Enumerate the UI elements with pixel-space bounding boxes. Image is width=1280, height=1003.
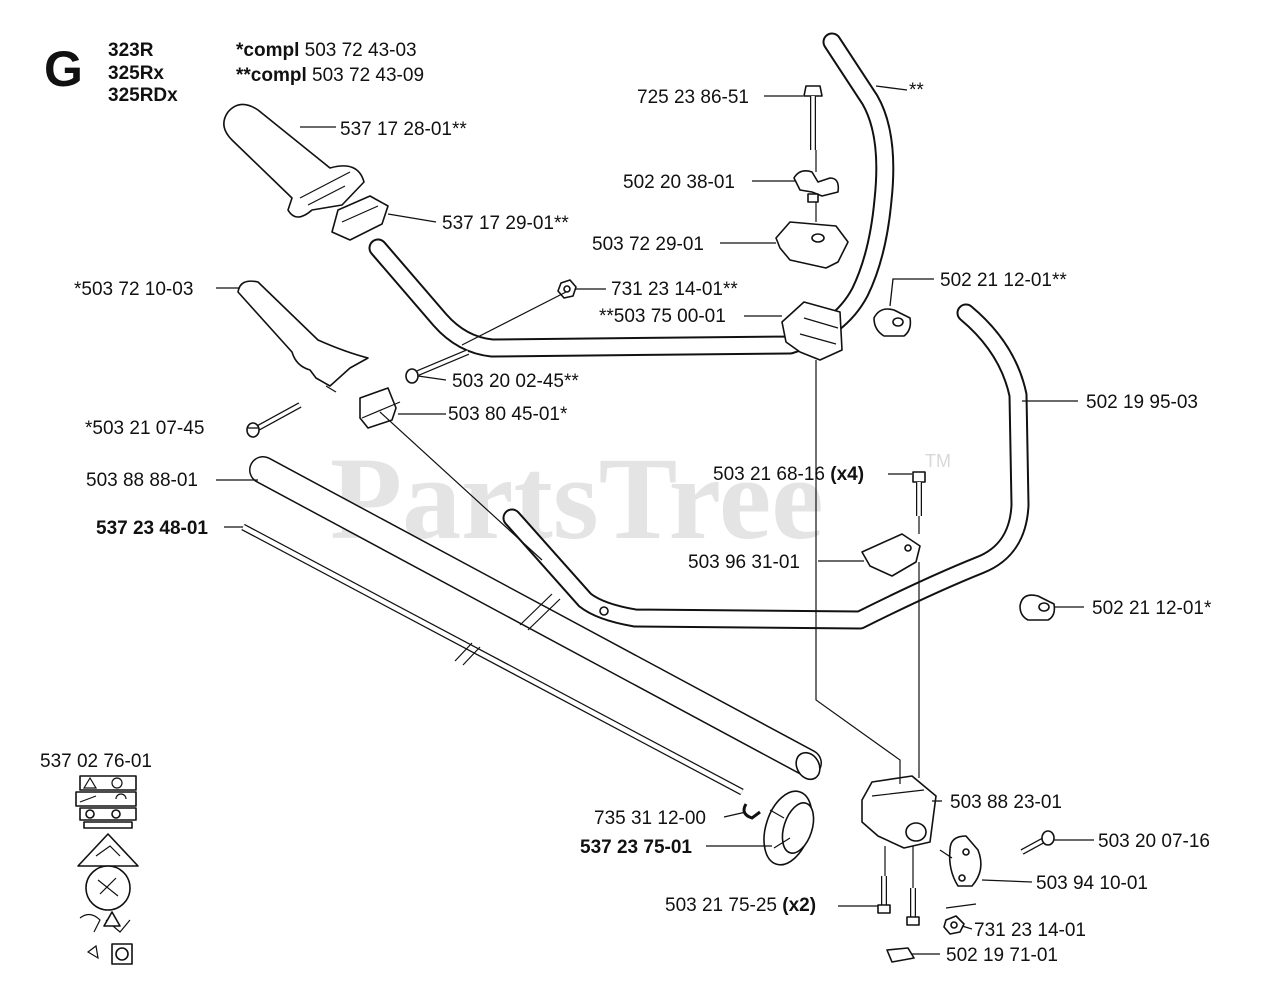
label-screw-x2: 503 21 75-25 (x2) <box>665 895 816 916</box>
watermark-tm: TM <box>925 451 951 471</box>
label-nut-small-bottom: 731 23 14-01 <box>974 920 1086 941</box>
handle-hole <box>599 606 609 616</box>
screw-left <box>246 402 302 438</box>
cap <box>948 835 982 887</box>
clamp-top <box>775 221 849 269</box>
label-nut-small-top: 731 23 14-01** <box>611 279 738 300</box>
knob-right-top <box>873 308 912 337</box>
bracket <box>861 533 921 577</box>
label-screw-side: 503 20 07-16 <box>1098 831 1210 852</box>
model-2: 325Rx <box>108 63 164 84</box>
flange <box>763 790 815 866</box>
screw-long <box>405 349 470 384</box>
label-grip-upper: 537 17 28-01** <box>340 119 467 140</box>
label-knob-right-top: 502 21 12-01** <box>940 270 1067 291</box>
label-knob-right-lower: 502 21 12-01* <box>1092 598 1212 619</box>
label-clamp-housing: 503 88 23-01 <box>950 792 1062 813</box>
label-screw-long: 503 20 02-45** <box>452 371 579 392</box>
clamp-lower <box>781 301 843 361</box>
label-screw-left: *503 21 07-45 <box>85 418 204 439</box>
square-nut <box>886 947 915 963</box>
label-screw-x4: 503 21 68-16 (x4) <box>713 464 864 485</box>
label-clip: 735 31 12-00 <box>594 808 706 829</box>
section-letter: G <box>44 41 83 97</box>
label-grip-clamp: 537 17 29-01** <box>442 213 569 234</box>
lower-handle-bar <box>502 303 1030 630</box>
label-grip-clamp-alt: 503 80 45-01* <box>448 404 568 425</box>
label-bracket: 503 96 31-01 <box>688 552 800 573</box>
bolt-top <box>803 85 823 150</box>
label-shaft-tube: 503 88 88-01 <box>86 470 198 491</box>
label-handle-lower: 502 19 95-03 <box>1086 392 1198 413</box>
label-flange: 537 23 75-01 <box>580 837 692 858</box>
drive-shaft <box>241 523 744 796</box>
clamp-housing <box>861 775 937 849</box>
label-clamp-lower: **503 75 00-01 <box>599 306 726 327</box>
label-clamp-top: 503 72 29-01 <box>592 234 704 255</box>
label-cap: 503 94 10-01 <box>1036 873 1148 894</box>
screw-x2 <box>877 876 920 926</box>
decal-set-graphic <box>75 775 139 965</box>
nut-small-bottom <box>943 915 965 935</box>
label-wing-nut: 502 20 38-01 <box>623 172 735 193</box>
model-3: 325RDx <box>108 85 178 106</box>
wing-nut <box>793 170 840 203</box>
label-bolt-top: 725 23 86-51 <box>637 87 749 108</box>
knob-right-lower <box>1019 594 1056 621</box>
shaft-tube <box>249 456 822 781</box>
label-square-nut: 502 19 71-01 <box>946 945 1058 966</box>
grip-alt <box>237 280 369 393</box>
screw-x4 <box>912 471 926 516</box>
model-1: 323R <box>108 40 154 61</box>
label-decal-set: 537 02 76-01 <box>40 751 152 772</box>
clip <box>742 803 761 820</box>
compl-2: **compl 503 72 43-09 <box>236 65 424 86</box>
compl-1: *compl 503 72 43-03 <box>236 40 417 61</box>
label-handle-right-top: ** <box>909 80 924 101</box>
screw-side <box>1020 830 1055 855</box>
grip-clamp-alt <box>359 387 401 429</box>
grip-clamp <box>331 195 389 241</box>
label-drive-shaft: 537 23 48-01 <box>96 518 208 539</box>
label-grip-alt: *503 72 10-03 <box>74 279 193 300</box>
grip-upper <box>223 103 365 218</box>
upper-handle-bar <box>368 32 895 358</box>
